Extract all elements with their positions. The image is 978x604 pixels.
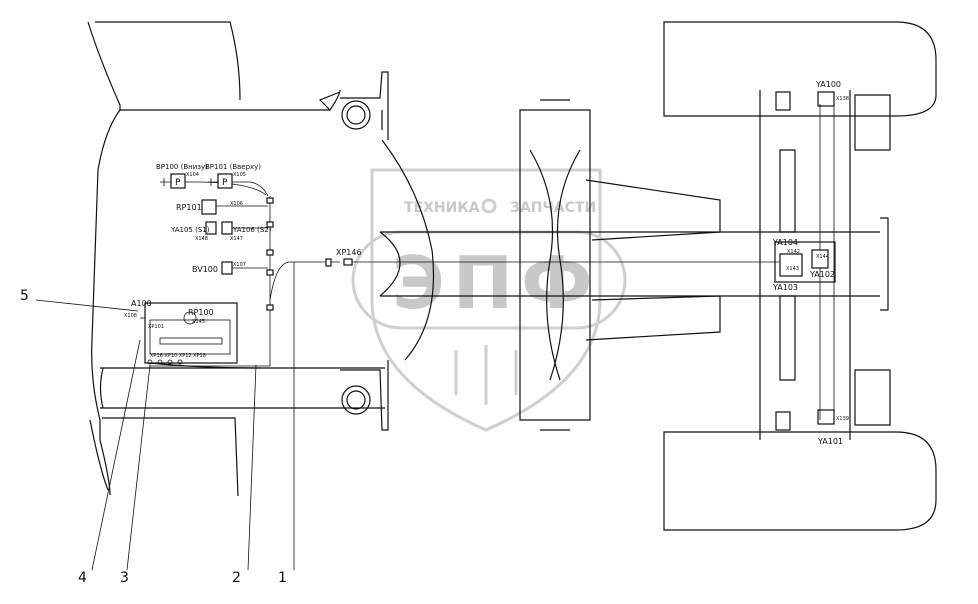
sensor-group: P P	[150, 173, 780, 367]
conn-x138: X138	[836, 96, 849, 102]
conn-x145: X145	[192, 319, 205, 325]
component-labels: BP100 (Внизу) BP101 (Вверху) X104 X105 R…	[124, 80, 849, 446]
conn-xp101: XP101	[148, 324, 164, 330]
watermark-logo: ТЕХНИКА ЗАПЧАСТИ ЭПФ	[351, 168, 627, 432]
label-bp100: BP100 (Внизу)	[156, 163, 208, 171]
conn-x147: X147	[230, 236, 243, 242]
ya105-valve	[205, 221, 217, 235]
label-ya103: YA103	[772, 283, 798, 292]
pressure-symbol-1: P	[175, 178, 181, 188]
callout-4: 4	[78, 570, 87, 586]
ya102-valve	[779, 253, 803, 277]
bp101-sensor	[217, 173, 233, 189]
callout-leaders	[35, 262, 295, 571]
drive-assembly	[519, 99, 721, 431]
pressure-symbol-2: P	[222, 178, 228, 188]
watermark-letters: ЭПФ	[392, 241, 601, 325]
cab-outline	[87, 21, 385, 497]
conn-x104: X104	[186, 172, 199, 178]
conn-x143: X143	[786, 266, 799, 272]
label-ya101: YA101	[817, 437, 843, 446]
callout-1: 1	[278, 570, 287, 586]
label-ya102: YA102	[809, 270, 835, 279]
rear-valve-block	[774, 241, 836, 283]
front-wheel-hub-bottom	[341, 385, 371, 415]
conn-x105: X105	[233, 172, 246, 178]
watermark-text-right: ЗАПЧАСТИ	[510, 200, 596, 216]
front-wheel-hub-top	[341, 100, 371, 130]
callout-numbers: 5 4 3 2 1	[20, 288, 287, 586]
label-rp101: RP101	[176, 203, 202, 212]
label-ya104: YA104	[772, 238, 798, 247]
watermark-gear-icon	[481, 198, 497, 214]
callout-5: 5	[20, 288, 29, 304]
conn-x148: X148	[195, 236, 208, 242]
ya106-valve	[221, 221, 233, 235]
rear-wheel-top	[663, 21, 937, 117]
front-axle	[340, 71, 435, 431]
bv100-sensor	[221, 261, 233, 275]
callout-3: 3	[120, 570, 129, 586]
watermark-wheat-icon	[454, 345, 518, 405]
label-ya100: YA100	[815, 80, 841, 89]
watermark-shield	[370, 168, 602, 432]
xp146-connector	[343, 258, 353, 266]
rear-wheel-bottom	[663, 431, 937, 531]
ya101-valve	[775, 411, 791, 431]
label-ya106: YA106 (S2)	[232, 226, 272, 234]
callout-2: 2	[232, 570, 241, 586]
conn-x108: X108	[124, 313, 137, 319]
conn-x107: X107	[233, 262, 246, 268]
rear-axle	[663, 21, 937, 531]
label-a100: A100	[131, 299, 152, 308]
ya104-valve	[811, 249, 829, 269]
conn-x144: X144	[816, 254, 829, 260]
watermark-text-left: ТЕХНИКА	[404, 200, 480, 216]
conn-a100-row: XP16 XP10 XP12 XP18	[150, 353, 206, 359]
conn-x106: X106	[230, 201, 243, 207]
a100-control-box	[140, 302, 238, 365]
ya100-valve	[775, 91, 791, 111]
rp101-relay	[201, 199, 217, 215]
frame-beam	[379, 217, 889, 311]
label-xp146: XP146	[336, 248, 362, 257]
label-bv100: BV100	[192, 265, 218, 274]
label-bp101: BP101 (Вверху)	[205, 163, 261, 171]
bp100-sensor	[170, 173, 186, 189]
rp100-relay	[183, 311, 197, 325]
conn-x139: X139	[836, 416, 849, 422]
conn-x142: X142	[787, 249, 800, 255]
label-ya105: YA105 (S1)	[170, 226, 210, 234]
label-rp100: RP100	[188, 308, 214, 317]
